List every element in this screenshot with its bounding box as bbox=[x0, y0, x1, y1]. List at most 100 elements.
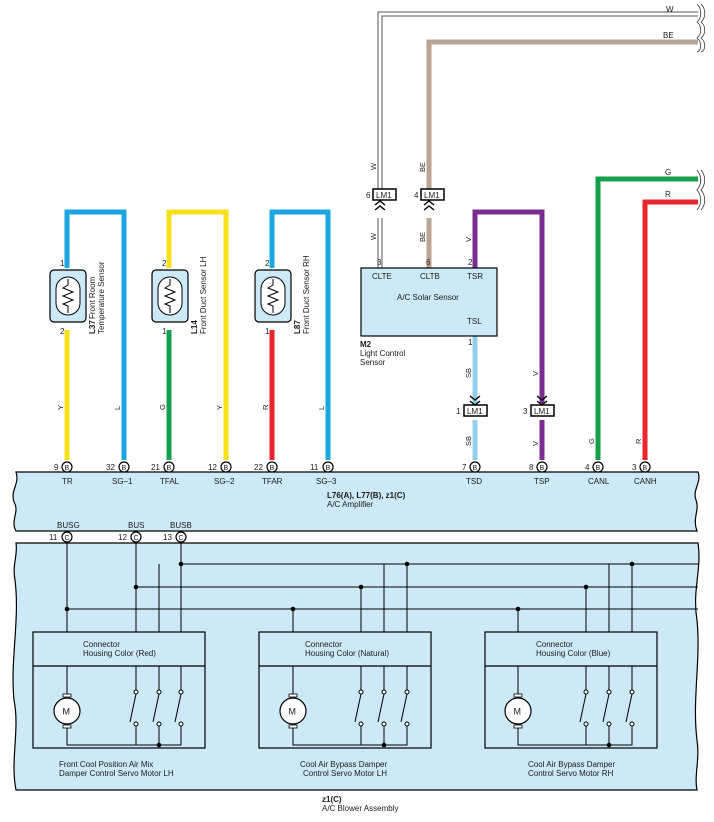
amp-terminal-sg1-letter: B bbox=[122, 465, 127, 472]
motor-3-m: M bbox=[514, 707, 522, 717]
lm1-connector-v: LM1 bbox=[530, 395, 555, 417]
can-wires bbox=[595, 176, 698, 460]
lm1-pin-sb: 1 bbox=[456, 407, 461, 416]
motor-3-name2: Control Servo Motor RH bbox=[528, 769, 614, 778]
amplifier-panel bbox=[12, 471, 700, 532]
sensor-l37-label: L37 Front Room Temperature Sensor bbox=[88, 261, 106, 334]
wire-label-v-2: V bbox=[531, 371, 540, 376]
wire-label-sb-1: SB bbox=[464, 368, 473, 378]
solar-code: M2 bbox=[360, 340, 372, 349]
amp-terminal-tsd: B 7 TSD bbox=[462, 461, 482, 486]
amp-terminal-canl-label: CANL bbox=[588, 477, 610, 486]
lm1-connector-sb: LM1 bbox=[463, 395, 488, 417]
lm1-label-w: LM1 bbox=[376, 191, 392, 200]
lm1-pin-be: 4 bbox=[414, 191, 419, 200]
bus-terminal-bus-label: BUS bbox=[128, 521, 144, 530]
amp-terminal-tfar-letter: B bbox=[270, 465, 275, 472]
sensor-l87-label: L87 Front Duct Sensor RH bbox=[293, 255, 311, 334]
motor-3-name1: Cool Air Bypass Damper bbox=[528, 760, 615, 769]
servo-motor-lh-bypass bbox=[258, 631, 432, 749]
wire-label-be-upper: BE bbox=[418, 162, 427, 172]
motor-1-symbol bbox=[53, 697, 81, 725]
amp-terminal-tsd-letter: B bbox=[473, 465, 478, 472]
lm1-pin-v: 3 bbox=[523, 407, 528, 416]
motor-1-housing1: Connector bbox=[83, 640, 120, 649]
solar-pin-tsr: 2 bbox=[468, 258, 473, 267]
sensor-l37 bbox=[49, 269, 87, 323]
wire-label-g-vert: G bbox=[587, 438, 596, 444]
blower-code: z1(C) bbox=[322, 795, 342, 804]
harness-break-can bbox=[696, 169, 706, 211]
amp-terminal-canh: B 3 CANH bbox=[632, 461, 657, 486]
bus-terminal-busg-pin: 11 bbox=[49, 533, 58, 542]
lm1-pin-w: 6 bbox=[366, 191, 371, 200]
amp-terminal-sg1: B 32 SG–1 bbox=[106, 461, 133, 486]
pin-l37-bot: 2 bbox=[60, 327, 65, 336]
amp-terminal-tr-pin: 9 bbox=[54, 463, 59, 472]
amp-terminal-canl: B 4 CANL bbox=[585, 461, 610, 486]
sensor-wires bbox=[64, 209, 545, 460]
solar-sensor-box bbox=[360, 267, 498, 337]
amp-terminal-sg3-letter: B bbox=[326, 465, 331, 472]
bus-terminal-busb-label: BUSB bbox=[170, 521, 192, 530]
servo-motor-lh-airmix bbox=[32, 631, 206, 749]
amp-terminal-canl-pin: 4 bbox=[585, 463, 590, 472]
motor-2-m: M bbox=[289, 707, 297, 717]
bus-junctions bbox=[64, 561, 635, 612]
wire-label-r-vert: R bbox=[634, 438, 643, 444]
amp-terminal-canh-letter: B bbox=[643, 465, 648, 472]
motor-3-symbol bbox=[504, 697, 532, 725]
lm1-label-be: LM1 bbox=[424, 191, 440, 200]
amp-terminal-tfal-pin: 21 bbox=[151, 463, 160, 472]
sensor-l37-code: L37 bbox=[88, 320, 97, 334]
motor-2-symbol bbox=[279, 697, 307, 725]
wire-label-g-top: G bbox=[665, 168, 671, 177]
amp-terminal-sg2: B 12 SG–2 bbox=[208, 461, 235, 486]
motor-1-name1: Front Cool Position Air Mix bbox=[59, 760, 153, 769]
pin-l37-top: 1 bbox=[60, 259, 65, 268]
solar-term-tsl: TSL bbox=[467, 317, 482, 326]
motor-1-housing2: Housing Color (Red) bbox=[83, 649, 156, 658]
harness-break-top bbox=[696, 3, 706, 53]
sensor-l14-label: L14 Front Duct Sensor LH bbox=[190, 256, 208, 334]
amp-terminal-sg1-pin: 32 bbox=[106, 463, 115, 472]
solar-pin-tsl: 1 bbox=[468, 338, 473, 347]
wire-label-y-1: Y bbox=[56, 405, 65, 410]
wire-label-r-top: R bbox=[665, 190, 671, 199]
wire-label-r-1: R bbox=[261, 404, 270, 410]
bus-terminal-busb-pin: 13 bbox=[163, 533, 172, 542]
amp-terminal-tfal: B 21 TFAL bbox=[151, 461, 180, 486]
sensor-l14-code: L14 bbox=[190, 320, 199, 334]
amp-terminal-tr: B 9 TR bbox=[54, 461, 73, 486]
motor-2-name2: Control Servo Motor LH bbox=[303, 769, 387, 778]
amp-terminal-tfar: B 22 TFAR bbox=[254, 461, 283, 486]
amp-terminal-tr-label: TR bbox=[62, 477, 73, 486]
wire-label-g-1: G bbox=[158, 404, 167, 410]
bus-terminal-busg: C 11 BUSG bbox=[49, 521, 80, 543]
amp-terminal-tsp-letter: B bbox=[540, 465, 545, 472]
lm1-connector-w: LM1 bbox=[372, 188, 397, 211]
pin-l14-top: 2 bbox=[162, 259, 167, 268]
amp-terminal-canh-label: CANH bbox=[634, 477, 657, 486]
solar-term-clte: CLTE bbox=[372, 272, 392, 281]
blower-name: A/C Blower Assembly bbox=[322, 804, 398, 813]
wire-label-sb-2: SB bbox=[464, 436, 473, 446]
amp-terminal-tsp: B 8 TSP bbox=[529, 461, 550, 486]
bus-terminal-busb-letter: C bbox=[179, 535, 184, 542]
solar-pin-clte: 3 bbox=[377, 258, 382, 267]
pin-l87-top: 2 bbox=[265, 259, 270, 268]
amp-terminal-tsp-label: TSP bbox=[534, 477, 550, 486]
wire-label-w-lower: W bbox=[369, 232, 378, 240]
pin-l14-bot: 1 bbox=[162, 327, 167, 336]
bus-terminal-bus-letter: C bbox=[134, 535, 139, 542]
wire-label-y-2: Y bbox=[215, 405, 224, 410]
amp-terminal-sg3-pin: 11 bbox=[310, 463, 319, 472]
amp-terminal-sg3-label: SG–3 bbox=[316, 477, 337, 486]
pin-l87-bot: 1 bbox=[265, 327, 270, 336]
lm1-label-v: LM1 bbox=[534, 407, 550, 416]
amp-terminal-tsd-pin: 7 bbox=[462, 463, 467, 472]
sensor-l87-name: Front Duct Sensor RH bbox=[302, 255, 311, 334]
wire-label-w-top: W bbox=[666, 5, 674, 14]
wire-label-be-lower: BE bbox=[418, 232, 427, 242]
amp-terminal-tsp-pin: 8 bbox=[529, 463, 534, 472]
